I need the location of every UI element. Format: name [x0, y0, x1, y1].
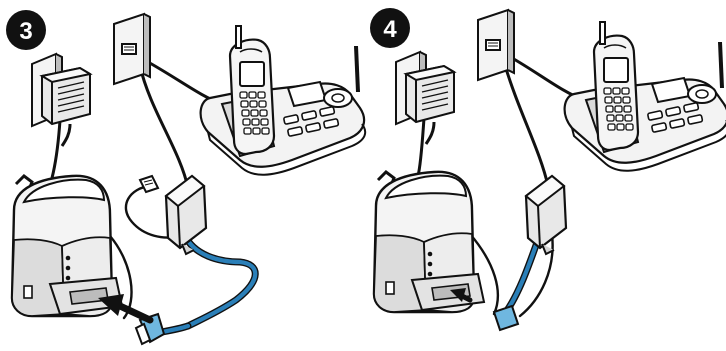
power-adapter-icon	[396, 52, 454, 144]
step-3-number: 3	[19, 18, 32, 45]
blue-phone-cable	[136, 234, 255, 344]
phone-cable-plug-icon	[140, 176, 158, 192]
step-4-badge: 4	[370, 8, 410, 48]
step-3-panel: 3	[6, 10, 365, 344]
step-4-panel: 4	[370, 8, 726, 330]
wall-jack-icon	[114, 14, 150, 84]
step-3-badge: 3	[6, 10, 46, 50]
power-adapter-icon	[32, 54, 90, 146]
headset-base-icon	[12, 176, 122, 316]
cordless-phone-base-icon	[565, 22, 726, 171]
wall-jack-icon	[478, 10, 514, 80]
splitter-icon	[526, 176, 566, 254]
step-4-number: 4	[383, 16, 397, 43]
cordless-phone-base-icon	[201, 26, 366, 175]
headset-base-icon	[374, 172, 484, 312]
splitter-icon	[166, 176, 206, 254]
blue-phone-cable-connected	[494, 234, 540, 330]
